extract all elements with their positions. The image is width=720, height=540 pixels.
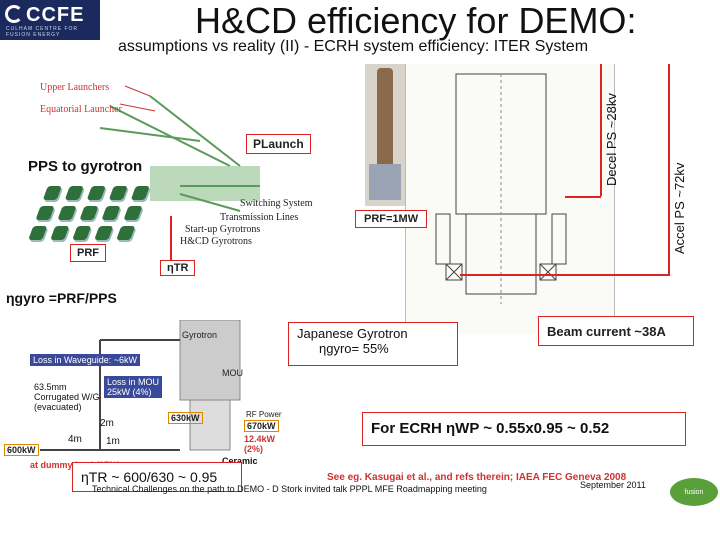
logo-subtext: CULHAM CENTRE FOR FUSION ENERGY [6, 26, 98, 38]
switching-system-label: Switching System [240, 198, 313, 209]
mou-label: MOU [222, 368, 243, 378]
transmission-lines-label: Transmission Lines [220, 212, 298, 223]
logo-text: CCFE [26, 4, 84, 27]
distance-2m-label: 2m [100, 418, 114, 429]
p670-label: 670kW [244, 420, 279, 432]
ecrh-efficiency-box: For ECRH ηWP ~ 0.55x0.95 ~ 0.52 [362, 412, 686, 446]
beam-current-box: Beam current ~38A [538, 316, 694, 346]
gyrotron-tube-graphic [377, 68, 393, 168]
japanese-gyrotron-box: Japanese Gyrotron ηgyro= 55% [288, 322, 458, 366]
gyrotron-schematic [405, 64, 615, 334]
gyrotron-unit [65, 186, 84, 200]
gyrotron-unit [116, 226, 135, 240]
gyrotron-unit [50, 226, 69, 240]
japanese-gyrotron-eta: ηgyro= 55% [319, 341, 449, 356]
gyrotron-drawing-label: Gyrotron [182, 330, 217, 340]
footer-date: September 2011 [580, 480, 646, 490]
gyrotron-base-graphic [369, 164, 401, 200]
ccfe-logo-mark-icon [5, 5, 23, 23]
accel-ps-line [668, 64, 670, 274]
decel-ps-label: Decel PS ~28kv [604, 92, 619, 186]
footer-talk-text: Technical Challenges on the path to DEMO… [92, 484, 487, 494]
startup-gyrotrons-label: Start-up Gyrotrons [185, 224, 260, 235]
p-rf-box: PRF [70, 244, 106, 262]
decel-ps-tick [565, 196, 601, 198]
hcd-gyrotrons-label: H&CD Gyrotrons [180, 236, 252, 247]
accel-ps-tick [460, 274, 670, 276]
eta-tr-pointer [170, 216, 172, 260]
transmission-diagram: Gyrotron MOU Loss in Waveguide: ~6kW Los… [0, 320, 286, 480]
p630-label: 630kW [168, 412, 203, 424]
gyrotron-unit [101, 206, 120, 220]
launcher-diagram: Upper Launchers Equatorial Launcher Swit… [0, 66, 370, 286]
slide-subtitle: assumptions vs reality (II) - ECRH syste… [118, 38, 588, 56]
p124-label: 12.4kW (2%) [244, 434, 275, 454]
gyrotron-unit [72, 226, 91, 240]
equatorial-launcher-label: Equatorial Launcher [40, 104, 122, 115]
loss-waveguide-label: Loss in Waveguide: ~6kW [30, 354, 140, 366]
pps-to-gyrotron-label: PPS to gyrotron [28, 158, 142, 175]
rf-power-label: RF Power [246, 410, 282, 419]
eta-tr-box: ηTR [160, 260, 195, 276]
schematic-graphic [406, 64, 616, 334]
gyrotron-unit [94, 226, 113, 240]
gyrotron-unit [131, 186, 150, 200]
accel-ps-label: Accel PS ~72kv [672, 150, 687, 254]
decel-ps-line [600, 64, 602, 196]
distance-4m-label: 4m [68, 434, 82, 445]
upper-launchers-label: Upper Launchers [40, 82, 109, 93]
distance-1m-label: 1m [106, 436, 120, 447]
eta-gyro-definition: ηgyro =PRF/PPS [6, 290, 117, 306]
gyrotron-photo [365, 64, 405, 206]
loss-mou-label: Loss in MOU 25kW (4%) [104, 376, 162, 398]
corrugated-wg-label: 63.5mm Corrugated W/G (evacuated) [34, 382, 100, 412]
gyrotron-unit [57, 206, 76, 220]
gyrotron-unit [123, 206, 142, 220]
gyrotron-unit [79, 206, 98, 220]
launcher-lines-graphic [0, 66, 370, 286]
prf-1mw-box: PRF=1MW [355, 210, 427, 228]
gyrotron-unit [109, 186, 128, 200]
fusion-logo: fusion [670, 478, 718, 506]
p-launch-box: PLaunch [246, 134, 311, 154]
japanese-gyrotron-label: Japanese Gyrotron [297, 326, 449, 341]
ccfe-logo: CCFE CULHAM CENTRE FOR FUSION ENERGY [0, 0, 100, 40]
slide-title: H&CD efficiency for DEMO: [195, 0, 636, 42]
p600-label: 600kW [4, 444, 39, 456]
gyrotron-array [28, 186, 152, 240]
gyrotron-unit [87, 186, 106, 200]
